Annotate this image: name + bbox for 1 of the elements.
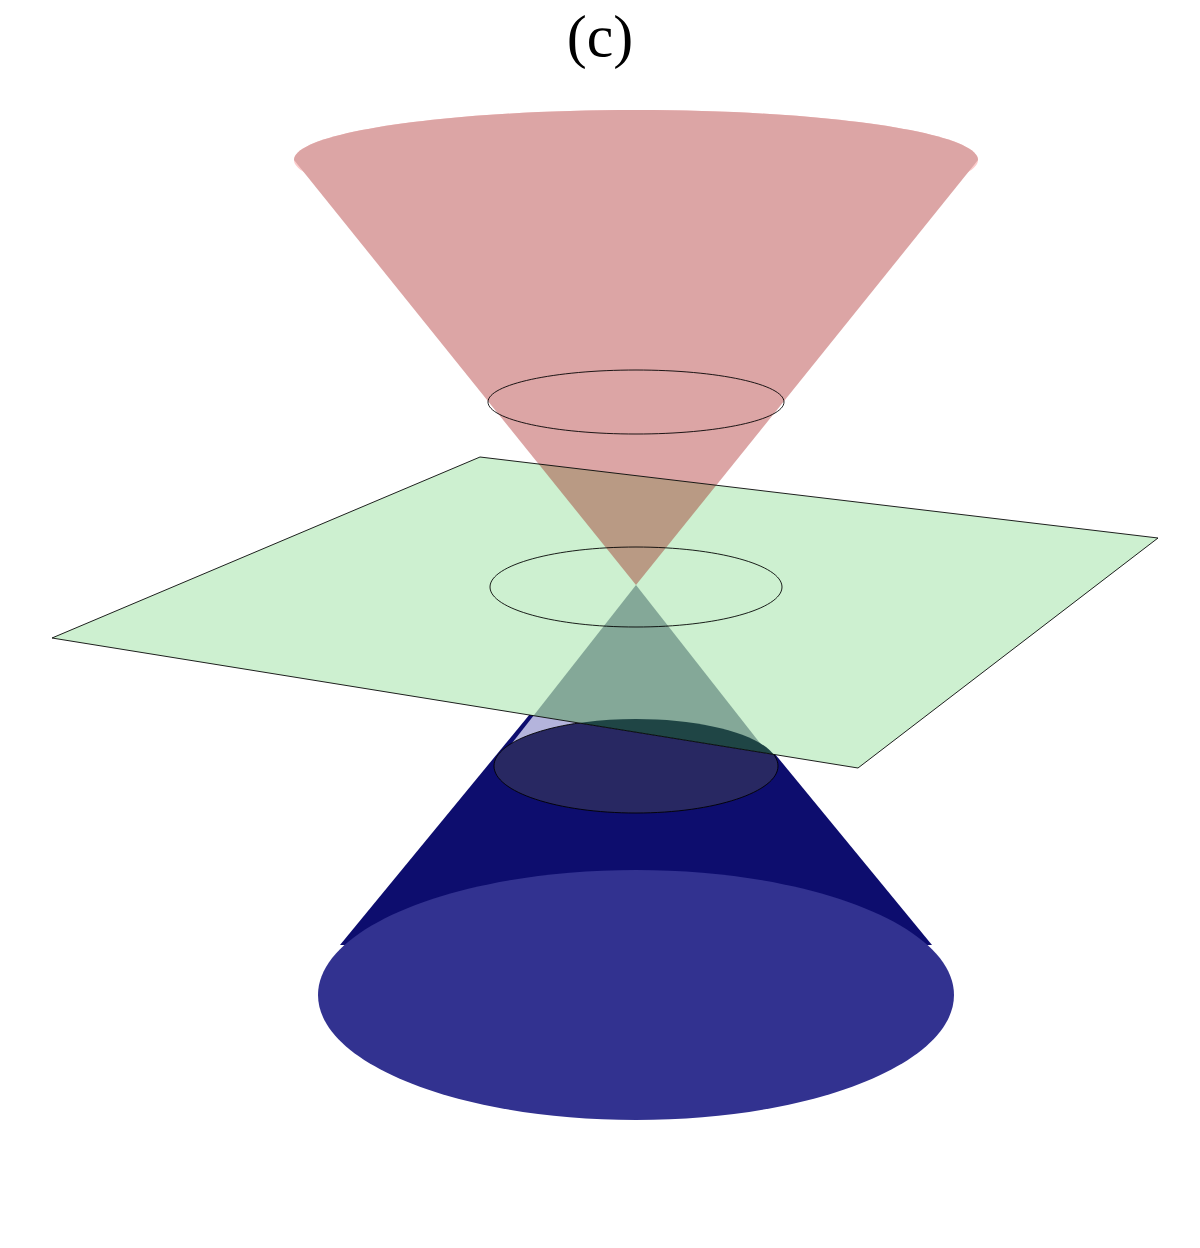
title: (c) [569, 14, 631, 70]
